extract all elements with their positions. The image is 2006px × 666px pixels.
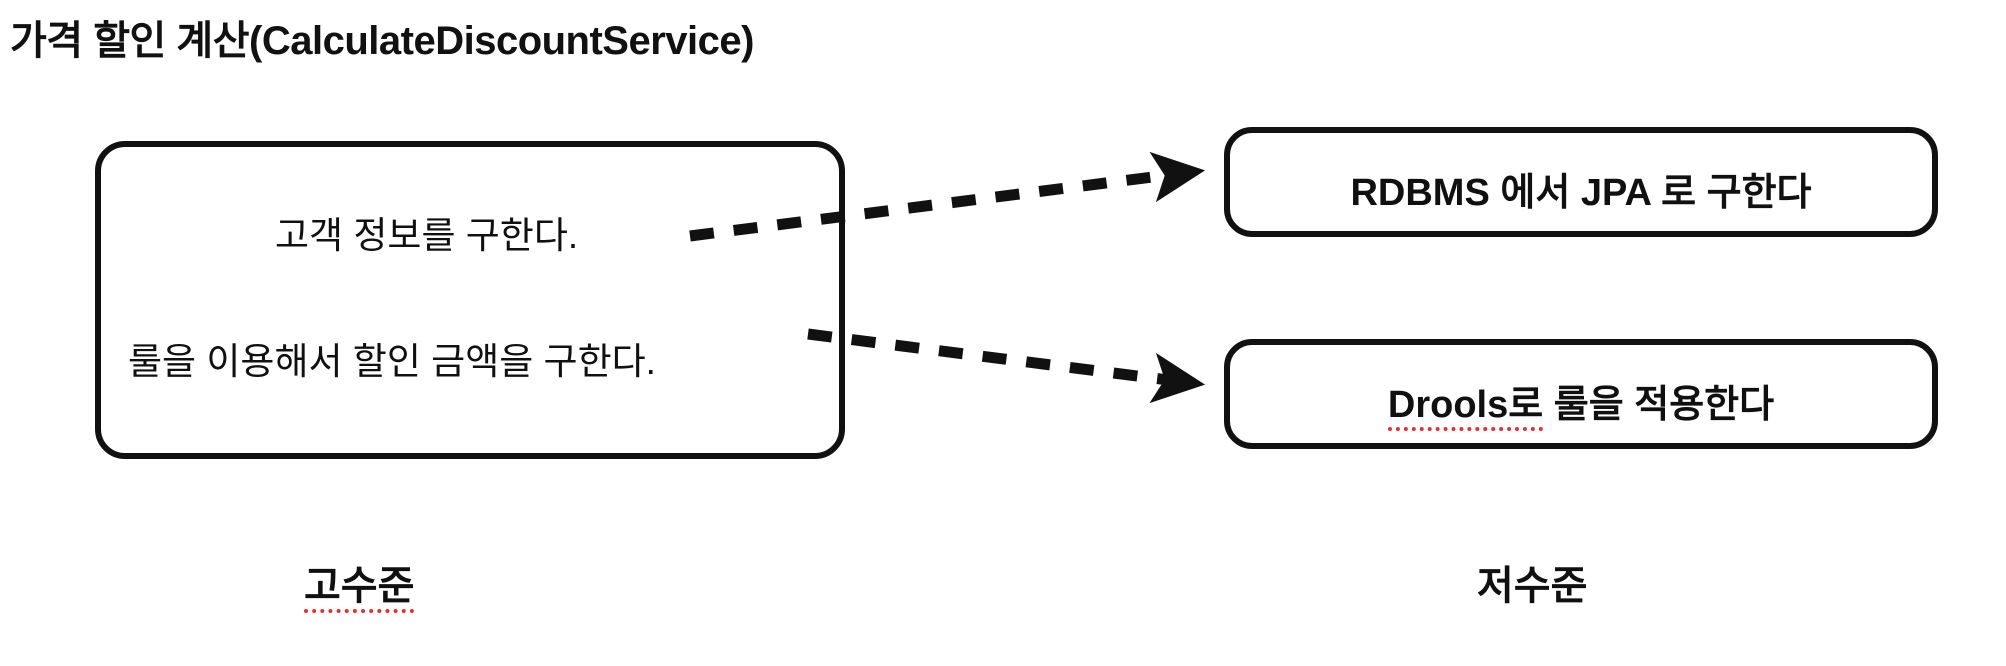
arrow-discount-rule-to-drools	[807, 328, 1206, 404]
caption-low-level: 저수준	[1477, 564, 1588, 608]
caption-high-level-text: 고수준	[304, 564, 415, 613]
caption-high-level: 고수준	[304, 553, 415, 613]
page-title: 가격 할인 계산(CalculateDiscountService)	[10, 19, 754, 63]
drools-label-rest: 룰을 적용한다	[1543, 384, 1775, 426]
high-level-line-2: 룰을 이용해서 할인 금액을 구한다.	[128, 341, 656, 382]
low-level-box-jpa[interactable]	[1224, 127, 1938, 237]
high-level-line-1: 고객 정보를 구한다.	[275, 215, 579, 256]
drools-spellchecked-word: Drools로	[1387, 384, 1544, 431]
low-level-box-drools[interactable]	[1224, 339, 1938, 449]
high-level-box[interactable]	[95, 141, 845, 459]
low-level-box-jpa-label: RDBMS 에서 JPA 로 구한다	[1350, 172, 1812, 214]
low-level-box-drools-label: Drools로 룰을 적용한다	[1224, 373, 1938, 431]
